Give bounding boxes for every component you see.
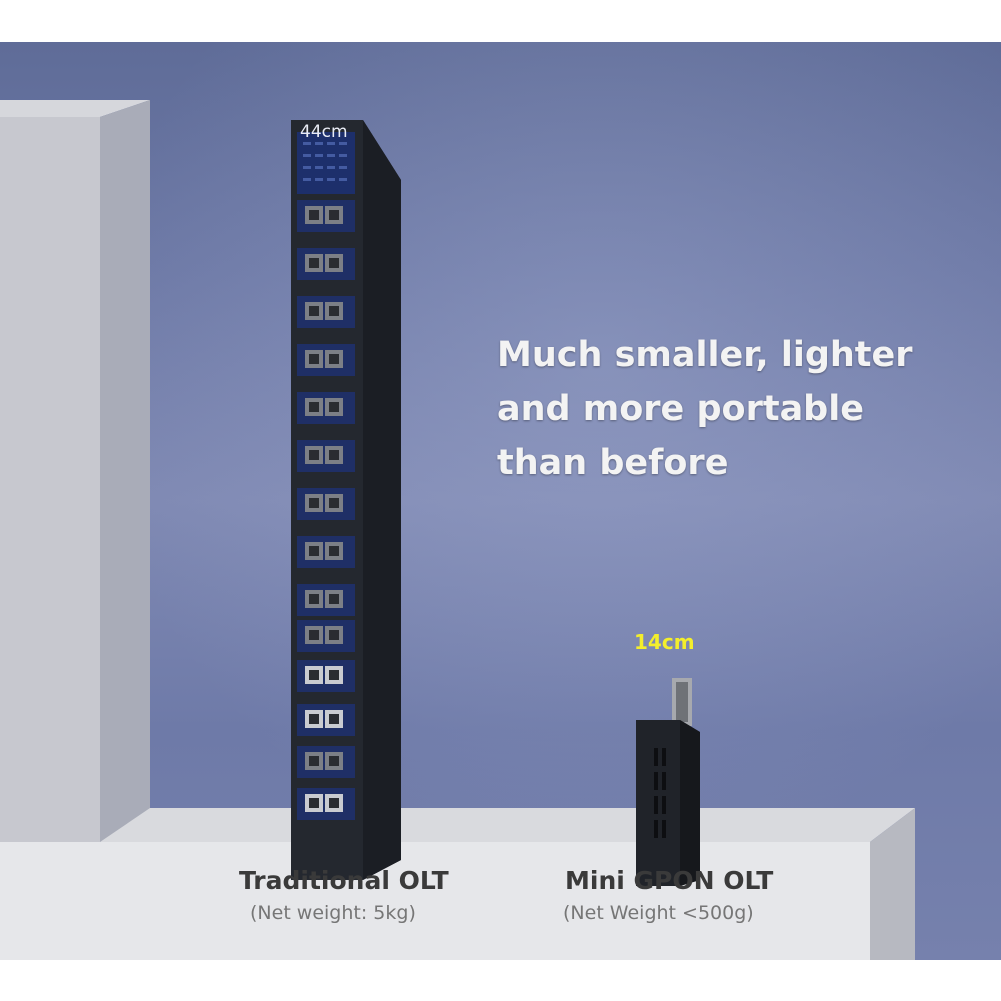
- mini-dimension-label: 14cm: [634, 630, 695, 654]
- traditional-dimension-label: 44cm: [300, 122, 348, 142]
- step-side: [870, 808, 915, 960]
- port-row: [297, 536, 355, 568]
- left-wall-front: [0, 117, 100, 842]
- headline: Much smaller, lighter and more portable …: [497, 328, 957, 490]
- port-row: [297, 746, 355, 778]
- port-row: [297, 440, 355, 472]
- traditional-olt-weight: (Net weight: 5kg): [250, 902, 416, 924]
- port-row: [297, 584, 355, 616]
- port-row: [297, 248, 355, 280]
- floor-top: [100, 808, 915, 842]
- port-row: [297, 200, 355, 232]
- port-row: [297, 344, 355, 376]
- port-row: [297, 620, 355, 652]
- port-row: [297, 704, 355, 736]
- headline-line-1: Much smaller, lighter: [497, 335, 913, 375]
- traditional-olt-title: Traditional OLT: [239, 866, 449, 895]
- port-row: [297, 392, 355, 424]
- step-front: [0, 842, 870, 960]
- platform-illustration: [0, 100, 915, 960]
- port-row: [297, 788, 355, 820]
- product-scene: 44cm 14cm Much smaller, lighter and more…: [0, 42, 1001, 960]
- mini-gpon-olt-device: [636, 678, 700, 886]
- headline-line-3: than before: [497, 443, 729, 483]
- traditional-olt-device: [291, 120, 401, 880]
- mini-olt-title: Mini GPON OLT: [565, 866, 774, 895]
- left-wall-side: [100, 100, 150, 842]
- port-row: [297, 296, 355, 328]
- mini-olt-weight: (Net Weight <500g): [563, 902, 754, 924]
- headline-line-2: and more portable: [497, 389, 864, 429]
- port-row: [297, 660, 355, 692]
- port-row: [297, 488, 355, 520]
